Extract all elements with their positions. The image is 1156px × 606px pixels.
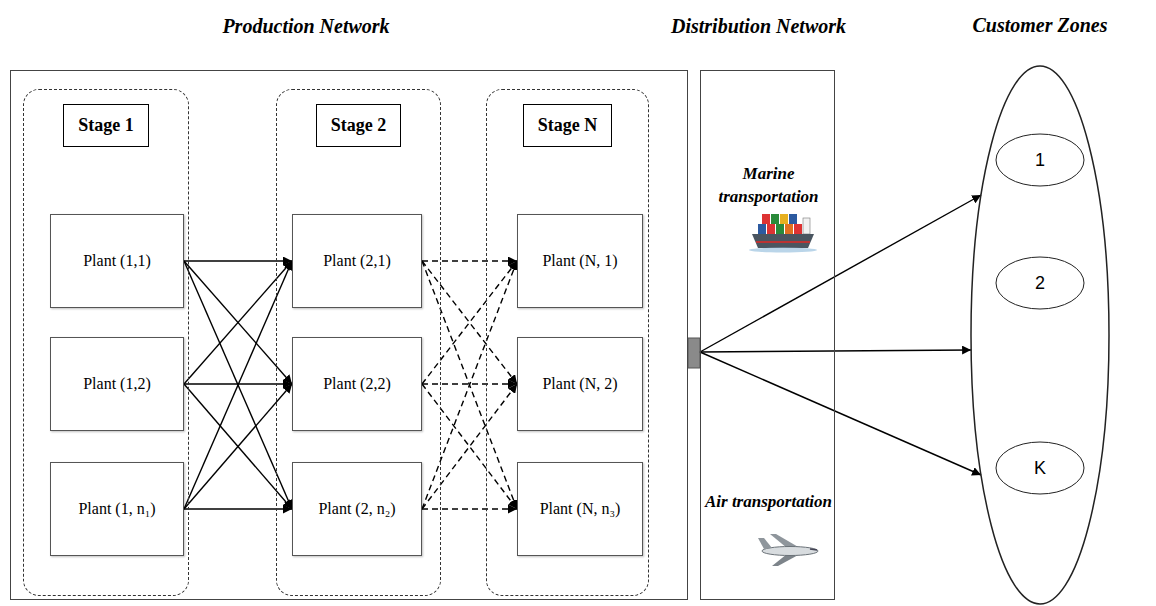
- stage-label: Stage 2: [316, 104, 402, 147]
- container: [758, 224, 766, 234]
- zone-label: 2: [1035, 273, 1045, 294]
- zones-shape-outline: [971, 66, 1109, 604]
- plane-tail: [758, 538, 772, 549]
- text-holder: Customer Zones: [950, 14, 1130, 37]
- plant-box: Plant (N, n₃): [517, 462, 643, 556]
- customer-zones-ellipse: Customer Zones12K: [970, 65, 1110, 605]
- plant-label: Plant (2,2): [323, 375, 391, 393]
- plant-label: Plant (1,1): [83, 252, 151, 270]
- container: [794, 224, 802, 234]
- stage-group: Stage 1 Plant (1,1) Plant (1,2) Plant (1, n…: [23, 89, 189, 596]
- plant-box: Plant (N, 2): [517, 337, 643, 431]
- flow-arrow: [700, 195, 981, 352]
- dashed-flow-arrow: [422, 384, 517, 509]
- section-heading: Customer Zones: [950, 14, 1130, 37]
- zone-label: K: [1034, 458, 1046, 479]
- zone-shape-outline: [996, 442, 1084, 494]
- section-heading: Distribution Network: [651, 15, 866, 38]
- stage-group: Stage 2 Plant (2,1) Plant (2,2) Plant (2, n…: [276, 89, 441, 596]
- plant-box: Plant (2,1): [292, 214, 422, 308]
- plant-label: Plant (1,2): [83, 375, 151, 393]
- plant-box: Plant (1,1): [50, 214, 184, 308]
- container: [762, 214, 770, 224]
- flow-arrow: [700, 352, 981, 475]
- zone-ellipse: 1: [995, 133, 1085, 187]
- ship-stripe: [756, 241, 810, 243]
- dashed-flow-arrow: [422, 261, 517, 384]
- dashed-flow-arrow: [422, 261, 517, 509]
- plant-label: Plant (N, 2): [542, 375, 617, 393]
- zone-label: 1: [1035, 150, 1045, 171]
- container: [780, 214, 788, 224]
- plant-label: Plant (N, n₃): [540, 500, 621, 518]
- container: [776, 224, 784, 234]
- dashed-flow-arrow: [422, 261, 517, 384]
- zone-ellipse: 2: [995, 256, 1085, 310]
- section-heading: Production Network: [186, 15, 426, 38]
- water: [749, 248, 817, 253]
- connector-block: [688, 338, 700, 368]
- stage-label: Stage 1: [63, 104, 149, 147]
- text-holder: Production Network: [186, 15, 426, 38]
- plant-box: Plant (N, 1): [517, 214, 643, 308]
- distribution-box: Distribution NetworkMarine transportatio…: [700, 70, 835, 600]
- dashed-flow-arrow: [422, 384, 517, 509]
- zone-shape-outline: [996, 134, 1084, 186]
- text-holder: Air transportation: [701, 491, 836, 514]
- dashed-flow-arrow: [422, 508, 517, 509]
- plant-box: Plant (1,2): [50, 337, 184, 431]
- plane-wing: [770, 534, 800, 548]
- container: [771, 214, 779, 224]
- plant-box: Plant (1, n₁): [50, 462, 184, 556]
- plant-label: Plant (2, n₂): [318, 500, 395, 518]
- ship-bridge: [803, 218, 810, 234]
- container: [785, 224, 793, 234]
- zone-ellipse: K: [995, 441, 1085, 495]
- ship-hull: [752, 234, 814, 248]
- text-holder: Marine transportation: [701, 163, 836, 209]
- dashed-flow-arrow: [422, 261, 517, 509]
- dashed-flow-arrow: [422, 260, 517, 261]
- plant-label: Plant (1, n₁): [78, 500, 155, 518]
- transport-mode: Marine transportation: [701, 163, 836, 209]
- plant-label: Plant (N, 1): [542, 252, 617, 270]
- stage-label: Stage N: [523, 104, 613, 147]
- plant-box: Plant (2,2): [292, 337, 422, 431]
- stage-group: Stage N Plant (N, 1) Plant (N, 2) Plant (N,…: [486, 89, 649, 596]
- zones-shape: [970, 65, 1110, 605]
- zone-shape-outline: [996, 257, 1084, 309]
- plant-label: Plant (2,1): [323, 252, 391, 270]
- container: [767, 224, 775, 234]
- plant-box: Plant (2, n₂): [292, 462, 422, 556]
- text-holder: Distribution Network: [651, 15, 866, 38]
- network-box: Production NetworkStage 1Plant (1,1)Plan…: [10, 70, 688, 600]
- container: [789, 214, 797, 224]
- flow-arrow: [700, 350, 971, 352]
- transport-mode: Air transportation: [701, 491, 836, 514]
- ship-illustration: [749, 214, 817, 253]
- plane-cockpit: [810, 549, 817, 550]
- plane-illustration: [758, 534, 818, 566]
